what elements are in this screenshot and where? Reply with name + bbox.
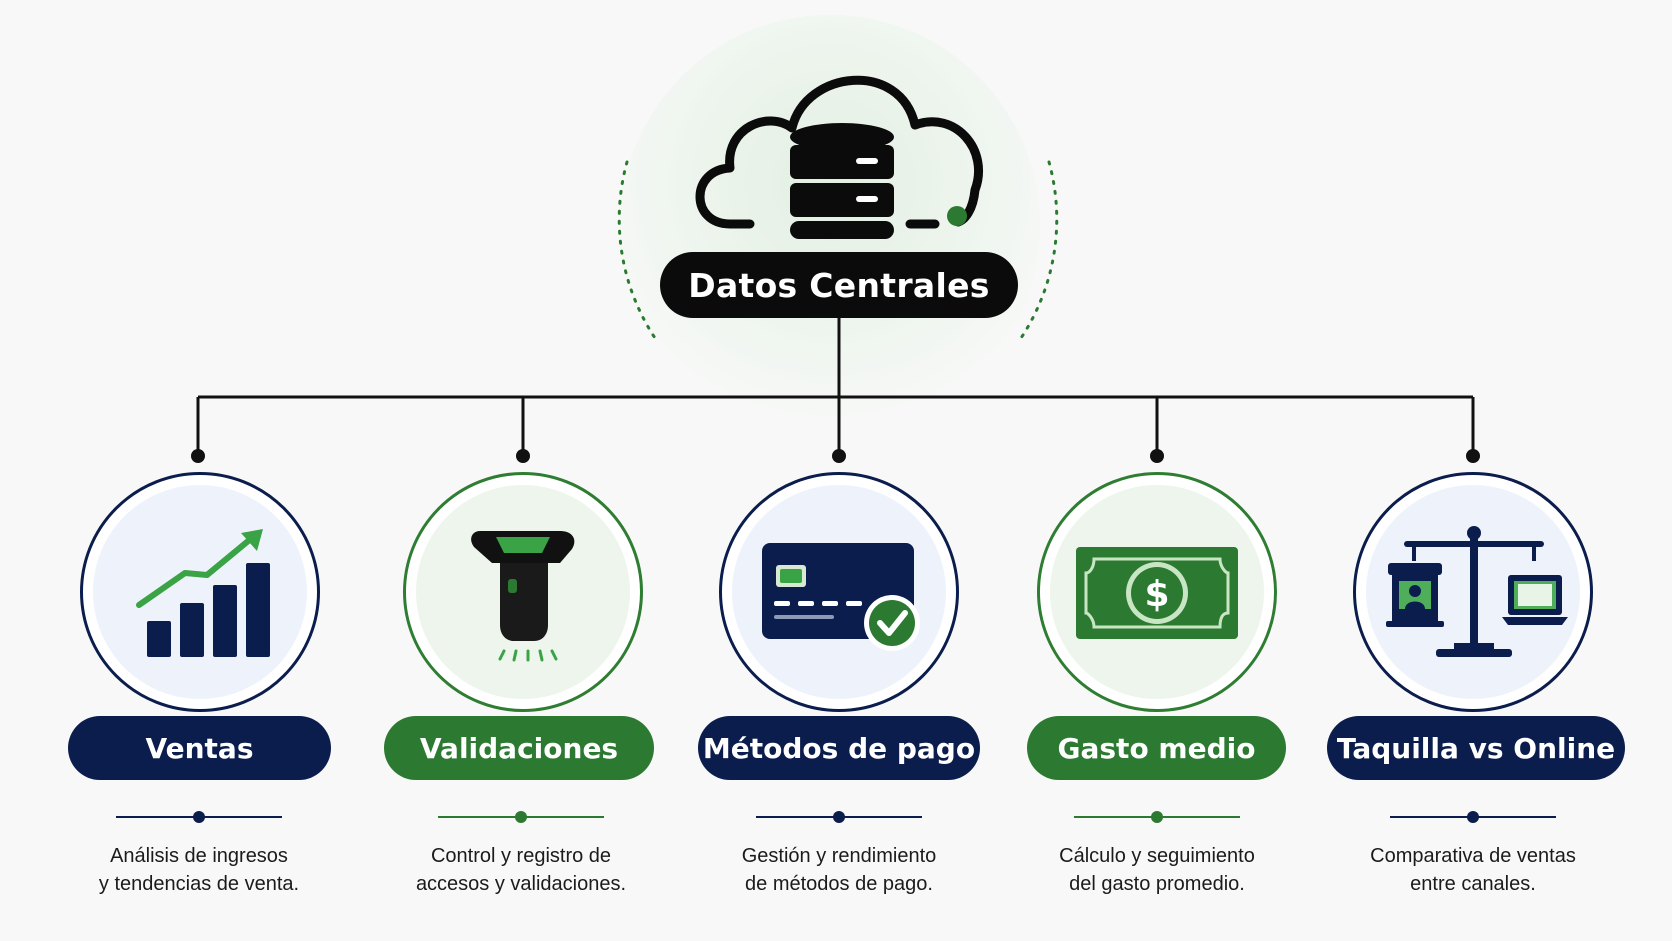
node-metodos-circle [719,472,959,712]
divider-dot [1151,811,1163,823]
cloud-database-icon [695,75,984,239]
bar-chart-growth-icon [136,529,270,657]
balance-scale-icon [1386,526,1568,657]
barcode-scanner-icon [471,531,575,662]
branch-dot-ventas [191,449,205,463]
divider-dot [1467,811,1479,823]
label-gasto-medio: Gasto medio [1027,716,1286,780]
desc-line: entre canales. [1410,873,1536,895]
label-validaciones: Validaciones [384,716,654,780]
branch-drops [191,397,1480,463]
node-gasto-medio: $ [1037,472,1277,712]
branch-dot-taquilla [1466,449,1480,463]
label-ventas: Ventas [68,716,331,780]
desc-line: Gestión y rendimiento [741,845,937,867]
branch-dot-metodos [832,449,846,463]
desc-line: Control y registro de [430,845,612,867]
desc-line: accesos y validaciones. [415,873,627,895]
desc-line: Cálculo y seguimiento [1059,845,1255,867]
divider-ventas [116,811,282,823]
desc-line: Análisis de ingresos [110,845,288,867]
node-validaciones-circle [403,472,643,712]
ticket-booth-icon [1386,563,1444,627]
laptop-icon [1502,575,1568,625]
desc-ventas: Análisis de ingresos y tendencias de ven… [59,842,339,898]
divider-dot [193,811,205,823]
label-metodos-de-pago: Métodos de pago [698,716,980,780]
node-validaciones [403,472,643,712]
hub-arc-right [1019,160,1059,340]
divider-validaciones [438,811,604,823]
node-ventas [80,472,320,712]
branch-dot-gasto [1150,449,1164,463]
hub-title: Datos Centrales [660,252,1018,318]
node-taquilla-vs-online [1353,472,1593,712]
banknote-dollar-icon: $ [1076,547,1238,639]
desc-line: y tendencias de venta. [98,873,300,895]
divider-taquilla [1390,811,1556,823]
divider-dot [515,811,527,823]
divider-dot [833,811,845,823]
divider-gasto [1074,811,1240,823]
label-taquilla-vs-online: Taquilla vs Online [1327,716,1625,780]
desc-validaciones: Control y registro de accesos y validaci… [381,842,661,898]
desc-gasto: Cálculo y seguimiento del gasto promedio… [1017,842,1297,898]
svg-text:$: $ [1144,574,1169,615]
desc-metodos: Gestión y rendimiento de métodos de pago… [699,842,979,898]
credit-card-check-icon [762,543,920,651]
node-taquilla-circle [1353,472,1593,712]
desc-line: de métodos de pago. [745,873,933,895]
desc-taquilla: Comparativa de ventas entre canales. [1333,842,1613,898]
desc-line: Comparativa de ventas [1370,845,1576,867]
node-ventas-circle [80,472,320,712]
node-gasto-circle: $ [1037,472,1277,712]
hub-arc-left [617,160,657,340]
branch-dot-validaciones [516,449,530,463]
divider-metodos [756,811,922,823]
node-metodos-de-pago [719,472,959,712]
desc-line: del gasto promedio. [1069,873,1245,895]
